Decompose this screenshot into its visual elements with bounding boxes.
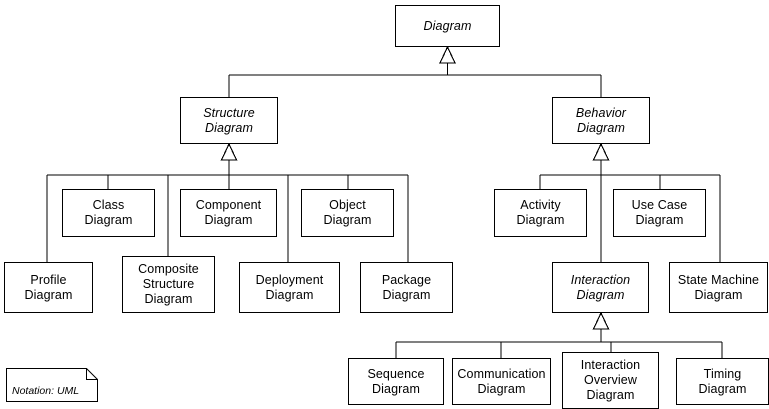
node-label: Communication Diagram [457, 366, 546, 396]
node-state-machine-diagram[interactable]: State Machine Diagram [669, 262, 768, 313]
node-profile-diagram[interactable]: Profile Diagram [4, 262, 93, 313]
generalization-arrowhead-icon [439, 45, 456, 64]
node-label: Structure Diagram [203, 105, 255, 135]
node-label: Object Diagram [323, 198, 372, 227]
notation-note-text: Notation: UML [12, 385, 80, 397]
node-object-diagram[interactable]: Object Diagram [301, 189, 394, 237]
notation-note: Notation: UML [6, 368, 98, 402]
node-composite-structure-diagram[interactable]: Composite Structure Diagram [122, 256, 215, 313]
node-interaction-diagram[interactable]: Interaction Diagram [552, 262, 649, 313]
note-fold-icon [86, 368, 98, 380]
generalization-arrowhead-icon [220, 142, 238, 161]
node-sequence-diagram[interactable]: Sequence Diagram [348, 358, 444, 405]
node-package-diagram[interactable]: Package Diagram [360, 262, 453, 313]
node-label: Diagram [423, 18, 472, 33]
node-label: Package Diagram [381, 272, 432, 302]
node-label: Behavior Diagram [575, 105, 627, 135]
edge-group-behavior-diagram [539, 142, 721, 262]
generalization-arrowhead-icon [592, 142, 610, 161]
node-label: Use Case Diagram [631, 198, 688, 227]
node-activity-diagram[interactable]: Activity Diagram [494, 189, 587, 237]
node-use-case-diagram[interactable]: Use Case Diagram [613, 189, 706, 237]
edge-group-diagram [228, 45, 602, 97]
node-label: Class Diagram [84, 198, 133, 227]
node-label: Sequence Diagram [367, 366, 425, 396]
node-label: Component Diagram [195, 198, 262, 227]
node-interaction-overview-diagram[interactable]: Interaction Overview Diagram [562, 352, 659, 409]
note-shape-icon [6, 368, 98, 402]
node-label: Activity Diagram [516, 198, 565, 227]
node-component-diagram[interactable]: Component Diagram [180, 189, 277, 237]
node-label: Composite Structure Diagram [138, 262, 199, 306]
node-class-diagram[interactable]: Class Diagram [62, 189, 155, 237]
node-label: Interaction Overview Diagram [580, 358, 641, 402]
node-timing-diagram[interactable]: Timing Diagram [676, 358, 769, 405]
edge-group-interaction-diagram [395, 311, 723, 358]
node-label: Interaction Diagram [570, 272, 631, 302]
node-communication-diagram[interactable]: Communication Diagram [452, 358, 551, 405]
generalization-arrowhead-icon [592, 311, 610, 330]
node-diagram[interactable]: Diagram [395, 5, 500, 47]
node-label: Profile Diagram [24, 272, 73, 302]
node-label: Deployment Diagram [255, 272, 324, 302]
node-structure-diagram[interactable]: Structure Diagram [180, 97, 278, 144]
node-label: State Machine Diagram [677, 272, 760, 302]
node-deployment-diagram[interactable]: Deployment Diagram [239, 262, 340, 313]
node-label: Timing Diagram [698, 366, 747, 396]
node-behavior-diagram[interactable]: Behavior Diagram [552, 97, 650, 144]
edge-group-structure-diagram [46, 142, 409, 262]
